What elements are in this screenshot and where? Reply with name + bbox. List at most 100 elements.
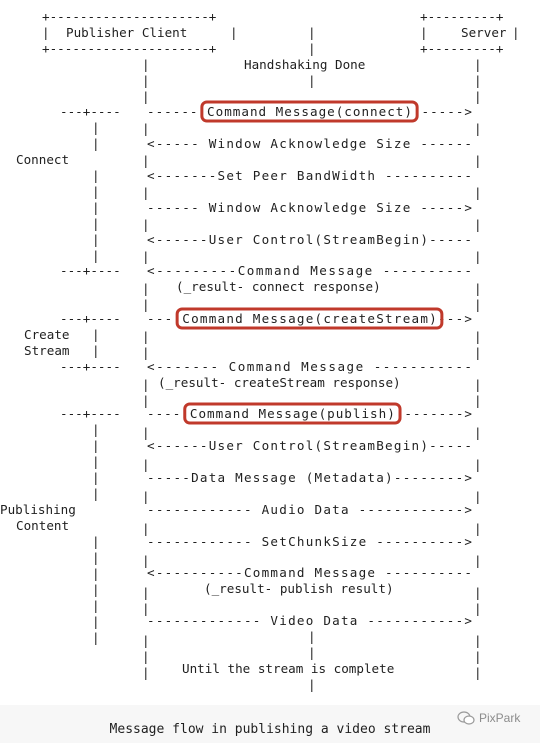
server-box-top: +---------+ [420,9,504,24]
server-lifeline-segment: | [474,297,482,312]
message-arrow-row: <----------Command Message ---------- [147,565,472,580]
publisher-label: Publisher Client [66,25,187,40]
server-lifeline-segment: | [474,457,482,472]
server-lifeline-segment: | [474,329,482,344]
client-lifeline-segment: | [142,521,150,536]
publisher-box-right-bar: | [230,25,238,40]
highlight-box [175,307,444,330]
group-bar-publish: | [92,422,100,437]
diagram-caption: Message flow in publishing a video strea… [109,722,431,737]
client-lifeline-segment: | [142,425,150,440]
message-rows: ------ Command Message(connect) -----> <-… [147,100,472,628]
client-lifeline-segment: | [142,281,150,296]
group-bar-publish: | [92,470,100,485]
group-label-connect: Connect [16,152,69,167]
until-complete-note: Until the stream is complete [182,661,394,676]
group-mark-create-start: ---+---- [60,311,121,326]
server-lifeline-segment: | [474,217,482,232]
group-bar-publish: | [92,438,100,453]
highlight-box [200,100,419,123]
server-lifeline-segment: | [474,553,482,568]
message-arrow-row: -----Data Message (Metadata)--------> [147,470,472,485]
caption-band [0,705,540,743]
client-lifeline-segment: | [142,665,150,680]
group-bar-publish: | [92,630,100,645]
client-lifeline-segment: | [142,153,150,168]
group-label-publishing-line2: Content [16,518,69,533]
group-bar-publish: | [92,614,100,629]
group-bar-publish: | [92,566,100,581]
message-subtitle: (_result- connect response) [176,279,381,294]
group-label-create-line1: Create [24,327,70,342]
client-lifeline-segment: | [142,393,150,408]
server-lifeline-segment: | [474,633,482,648]
message-arrow-row: <---------Command Message ---------- [147,263,472,278]
client-lifeline-segment: | [142,633,150,648]
client-lifeline-segment: | [142,89,150,104]
middle-lifeline-segment: | [308,41,316,56]
group-bar-publish: | [92,550,100,565]
client-lifeline-segment: | [142,377,150,392]
lifeline-bars: ||||||||||||||||||||||||||||||||||||||||… [92,25,482,692]
client-lifeline-segment: | [142,57,150,72]
message-arrow-row: <-------Set Peer BandWidth ---------- [147,168,472,183]
server-lifeline-segment: | [474,425,482,440]
client-lifeline-segment: | [142,489,150,504]
client-lifeline-segment: | [142,297,150,312]
group-bar-connect: | [92,168,100,183]
group-mark-connect-start: ---+---- [60,104,121,119]
group-mark-connect-end: ---+---- [60,263,121,278]
middle-lifeline-segment: | [308,677,316,692]
group-bar-connect: | [92,120,100,135]
group-bar-connect: | [92,184,100,199]
publisher-box-left-bar: | [42,25,50,40]
server-lifeline-segment: | [474,601,482,616]
middle-lifeline-segment: | [308,645,316,660]
client-lifeline-segment: | [142,249,150,264]
group-bar-publish: | [92,486,100,501]
server-lifeline-segment: | [474,121,482,136]
server-lifeline-segment: | [474,281,482,296]
server-box-bottom: +---------+ [420,41,504,56]
group-bar-publish: | [92,582,100,597]
message-arrow-row: <------User Control(StreamBegin)----- [147,232,472,247]
middle-lifeline-segment: | [308,629,316,644]
server-lifeline-segment: | [474,249,482,264]
message-arrow-row: ------------- Video Data -----------> [147,613,472,628]
group-bar-create: | [92,343,100,358]
client-lifeline-segment: | [142,217,150,232]
publisher-box-bottom: +---------------------+ [42,41,217,56]
handshaking-note: Handshaking Done [244,57,365,72]
message-arrow-row: ------------ Audio Data ------------> [147,502,472,517]
client-lifeline-segment: | [142,185,150,200]
group-bar-publish: | [92,598,100,613]
client-lifeline-segment: | [142,73,150,88]
group-label-publishing-line1: Publishing [0,502,76,517]
client-lifeline-segment: | [142,457,150,472]
client-lifeline-segment: | [142,649,150,664]
server-lifeline-segment: | [474,649,482,664]
server-label: Server [461,25,507,40]
group-bar-publish: | [92,534,100,549]
client-lifeline-segment: | [142,601,150,616]
message-arrow-row: ------ Command Message(connect) -----> [147,104,472,119]
server-lifeline-segment: | [474,185,482,200]
server-box-left-bar: | [420,25,428,40]
client-lifeline-segment: | [142,585,150,600]
group-bar-publish: | [92,454,100,469]
message-arrow-row: <----- Window Acknowledge Size ------ [147,136,472,151]
client-lifeline-segment: | [142,345,150,360]
message-subtitle: (_result- publish result) [204,581,394,596]
server-lifeline-segment: | [474,345,482,360]
group-bar-connect: | [92,216,100,231]
group-bar-connect: | [92,248,100,263]
group-mark-publish-start: ---+---- [60,406,121,421]
group-bar-create: | [92,327,100,342]
server-lifeline-segment: | [474,153,482,168]
group-bar-connect: | [92,232,100,247]
group-bar-connect: | [92,200,100,215]
client-lifeline-segment: | [142,329,150,344]
message-subtitle: (_result- createStream response) [158,375,401,390]
